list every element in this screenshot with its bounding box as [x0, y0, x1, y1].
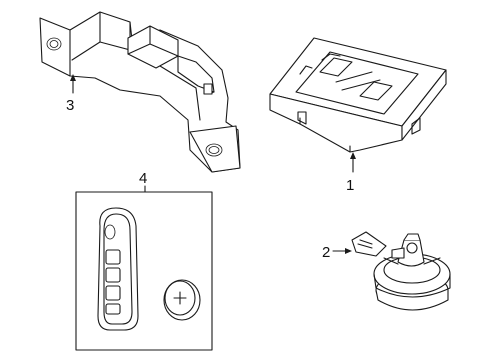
callout-2: 2 [322, 244, 352, 261]
callout-4-label: 4 [139, 170, 147, 187]
coin-battery-part [163, 279, 201, 321]
fob-frame [75, 191, 213, 351]
callout-3-label: 3 [66, 97, 74, 114]
callout-1-label: 1 [346, 177, 354, 194]
key-fob-part [97, 207, 139, 331]
module-box-part [269, 37, 447, 153]
bracket-part [39, 11, 241, 173]
sensor-part [351, 231, 451, 311]
callout-1: 1 [346, 152, 356, 194]
callout-4: 4 [139, 170, 147, 193]
callout-3: 3 [66, 74, 76, 114]
callout-2-label: 2 [322, 244, 330, 261]
